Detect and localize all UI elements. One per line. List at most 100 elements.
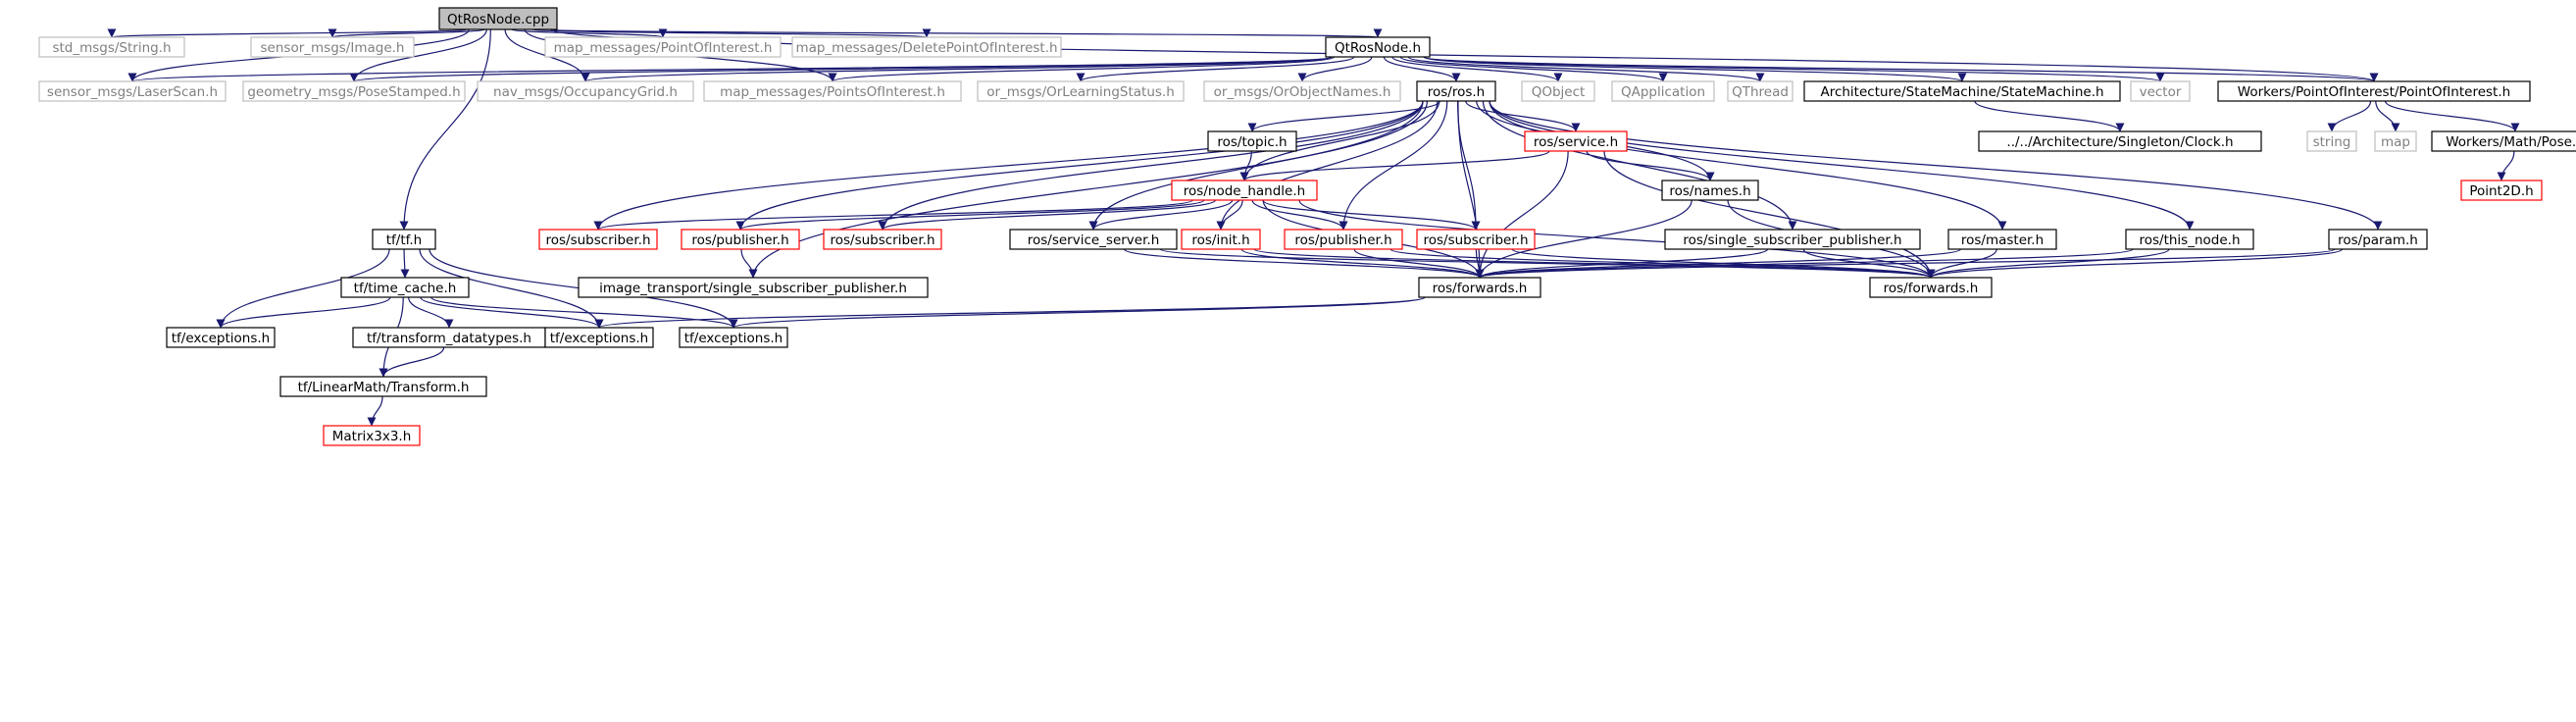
edge-ros_service-to-ros_forwards_1 [1475, 150, 1569, 279]
node-label: tf/LinearMath/Transform.h [298, 380, 470, 395]
node-box [1418, 277, 1541, 298]
edge-ros_ros-to-ros_this_node [1489, 100, 2195, 231]
node-label: ros/service.h [1534, 134, 1618, 150]
edge-ros_this_node-to-ros_forwards_2 [1926, 248, 2170, 279]
node-box [38, 80, 227, 102]
node-ros-ros[interactable]: ros/ros.h [1416, 80, 1496, 102]
node-box [477, 80, 694, 102]
node-box [38, 36, 185, 58]
edge-workers_poi-to-workers_pose [2384, 100, 2520, 132]
node-tf-time-cache[interactable]: tf/time_cache.h [340, 277, 470, 298]
node-map-poi[interactable]: map_messages/PointOfInterest.h [544, 36, 782, 58]
node-statemachine[interactable]: Architecture/StateMachine/StateMachine.h [1803, 80, 2121, 102]
node-label: QtRosNode.h [1335, 40, 1421, 56]
edge-statemachine-to-clock [1974, 100, 2125, 132]
node-qtrosnode-h[interactable]: QtRosNode.h [1325, 36, 1431, 58]
node-ros-master[interactable]: ros/master.h [1947, 229, 2057, 250]
node-label: ros/forwards.h [1433, 281, 1528, 296]
node-geom-pose[interactable]: geometry_msgs/PoseStamped.h [242, 80, 466, 102]
node-ros-param[interactable]: ros/param.h [2328, 229, 2428, 250]
node-label: ros/master.h [1961, 232, 2044, 248]
node-label: tf/exceptions.h [172, 331, 270, 346]
node-nav-grid[interactable]: nav_msgs/OccupancyGrid.h [477, 80, 694, 102]
node-point2d[interactable]: Point2D.h [2460, 180, 2543, 201]
node-qapplication[interactable]: QApplication [1611, 80, 1715, 102]
node-box [679, 327, 788, 348]
edge-workers_poi-to-map [2375, 100, 2400, 132]
node-ros-subscriber-1[interactable]: ros/subscriber.h [538, 229, 658, 250]
node-tf-exceptions-2[interactable]: tf/exceptions.h [544, 327, 654, 348]
node-clock[interactable]: ../../Architecture/Singleton/Clock.h [1978, 130, 2262, 152]
node-ros-publisher-1[interactable]: ros/publisher.h [681, 229, 800, 250]
node-ros-service[interactable]: ros/service.h [1524, 130, 1628, 152]
node-label: ros/forwards.h [1884, 281, 1979, 296]
node-ros-service-server[interactable]: ros/service_server.h [1009, 229, 1178, 250]
node-sensor-image[interactable]: sensor_msgs/Image.h [250, 36, 415, 58]
node-tf-exceptions-1[interactable]: tf/exceptions.h [166, 327, 276, 348]
node-box [538, 229, 658, 250]
node-label: QApplication [1621, 84, 1705, 100]
node-qobject[interactable]: QObject [1521, 80, 1595, 102]
edge-qtrosnode_h-to-or_learning [1076, 56, 1355, 82]
node-box [323, 425, 421, 446]
node-string[interactable]: string [2306, 130, 2357, 152]
node-label: image_transport/single_subscriber_publis… [599, 281, 907, 296]
node-std-string[interactable]: std_msgs/String.h [38, 36, 185, 58]
node-ros-forwards-2[interactable]: ros/forwards.h [1869, 277, 1993, 298]
node-box [977, 80, 1185, 102]
node-box [2460, 180, 2543, 201]
edge-ros_service-to-ros_nodehandle [1239, 150, 1550, 181]
node-label: tf/tf.h [386, 232, 423, 248]
node-or-objnames[interactable]: or_msgs/OrObjectNames.h [1203, 80, 1401, 102]
node-ros-subscriber-2[interactable]: ros/subscriber.h [823, 229, 942, 250]
node-box [1727, 80, 1793, 102]
node-ros-names[interactable]: ros/names.h [1661, 180, 1759, 201]
node-vector[interactable]: vector [2130, 80, 2191, 102]
node-or-learning[interactable]: or_msgs/OrLearningStatus.h [977, 80, 1185, 102]
node-ros-init[interactable]: ros/init.h [1181, 229, 1261, 250]
node-label: Architecture/StateMachine/StateMachine.h [1820, 84, 2103, 100]
node-ros-single-sub-pub[interactable]: ros/single_subscriber_publisher.h [1664, 229, 1921, 250]
edge-tf_time_cache-to-tf_transform_dt [408, 296, 454, 329]
node-label: ros/subscriber.h [1423, 232, 1528, 248]
node-map-delpoi[interactable]: map_messages/DeletePointOfInterest.h [791, 36, 1062, 58]
nodes-layer: QtRosNode.cpp std_msgs/String.h sensor_msg… [38, 7, 2576, 446]
node-ros-this-node[interactable]: ros/this_node.h [2125, 229, 2254, 250]
node-tf-tf[interactable]: tf/tf.h [372, 229, 436, 250]
node-sensor-laser[interactable]: sensor_msgs/LaserScan.h [38, 80, 227, 102]
node-label: or_msgs/OrObjectNames.h [1214, 84, 1391, 100]
node-workers-poi[interactable]: Workers/PointOfInterest/PointOfInterest.… [2217, 80, 2531, 102]
node-tf-transform-dt[interactable]: tf/transform_datatypes.h [352, 327, 546, 348]
edge-tf_transform_dt-to-tf_transform [379, 346, 445, 378]
node-box [823, 229, 942, 250]
node-matrix3x3[interactable]: Matrix3x3.h [323, 425, 421, 446]
node-image-transport[interactable]: image_transport/single_subscriber_publis… [578, 277, 929, 298]
edge-ros_ros-to-image_transport [748, 100, 1424, 279]
node-tf-exceptions-3[interactable]: tf/exceptions.h [679, 327, 788, 348]
node-box [1171, 180, 1318, 201]
node-label: ros/subscriber.h [545, 232, 650, 248]
node-ros-subscriber-3[interactable]: ros/subscriber.h [1416, 229, 1536, 250]
node-qtrosnode-cpp[interactable]: QtRosNode.cpp [438, 7, 558, 30]
edge-ros_ros-to-ros_master [1489, 100, 2007, 231]
node-box [1947, 229, 2057, 250]
node-label: map_messages/DeletePointOfInterest.h [795, 40, 1057, 56]
node-label: Matrix3x3.h [332, 429, 412, 444]
node-label: vector [2140, 84, 2182, 100]
node-ros-topic[interactable]: ros/topic.h [1207, 130, 1297, 152]
node-map[interactable]: map [2374, 130, 2417, 152]
node-ros-nodehandle[interactable]: ros/node_handle.h [1171, 180, 1318, 201]
edge-tf_tf-to-tf_time_cache [400, 248, 410, 279]
node-ros-publisher-2[interactable]: ros/publisher.h [1284, 229, 1403, 250]
node-ros-forwards-1[interactable]: ros/forwards.h [1418, 277, 1541, 298]
node-map-pois[interactable]: map_messages/PointsOfInterest.h [703, 80, 962, 102]
edge-ros_nodehandle-to-ros_publisher_2 [1251, 199, 1348, 231]
node-label: tf/time_cache.h [354, 281, 457, 296]
node-label: map_messages/PointsOfInterest.h [720, 84, 945, 100]
edge-ros_param-to-ros_forwards_1 [1476, 248, 2336, 279]
node-box [2217, 80, 2531, 102]
node-tf-transform[interactable]: tf/LinearMath/Transform.h [279, 376, 487, 397]
node-qthread[interactable]: QThread [1727, 80, 1793, 102]
node-workers-pose[interactable]: Workers/Math/Pose.h [2431, 130, 2576, 152]
